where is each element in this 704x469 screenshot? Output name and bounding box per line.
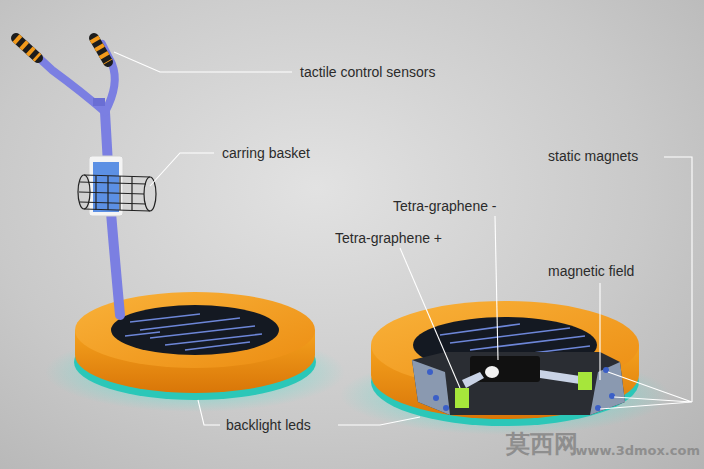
leader-line [400, 248, 460, 388]
leader-line [664, 157, 692, 402]
static-magnets [427, 367, 615, 411]
solar-panel [111, 305, 279, 355]
leader-line [114, 52, 292, 72]
leader-lines [114, 52, 692, 425]
graphene-block [578, 372, 592, 390]
conductor [462, 372, 484, 388]
conductor [540, 370, 580, 384]
leader-line [338, 417, 420, 425]
leader-line [495, 216, 498, 360]
grip-sensor [94, 38, 108, 62]
base-top [75, 292, 315, 368]
part-label: backlight leds [226, 417, 311, 434]
tablet-screen [93, 162, 119, 212]
leader-line [600, 372, 692, 409]
cutaway-interior [412, 352, 625, 415]
leader-line [198, 400, 220, 425]
watermark: 莫西网 [506, 430, 578, 459]
watermark: www.3dmox.com [576, 443, 700, 459]
leader-line [599, 283, 600, 380]
basket [78, 175, 156, 211]
hover-device [16, 38, 345, 412]
grip-sensor [16, 38, 38, 58]
cutaway-device [340, 301, 670, 435]
leader-line [150, 153, 214, 186]
grip [94, 38, 108, 62]
part-label: Tetra-graphene - [393, 198, 497, 215]
part-label: tactile control sensors [300, 64, 435, 81]
panel-stripes [125, 314, 262, 350]
stem-joint [93, 98, 105, 106]
housing-wall [412, 360, 450, 415]
graphene-block [455, 388, 469, 408]
part-label: carring basket [222, 145, 310, 162]
part-label: static magnets [548, 148, 638, 165]
part-label: Tetra-graphene + [335, 230, 442, 247]
part-label: magnetic field [548, 263, 634, 280]
grip [16, 38, 38, 58]
tablet [89, 156, 123, 216]
magnet-puck [485, 366, 499, 378]
